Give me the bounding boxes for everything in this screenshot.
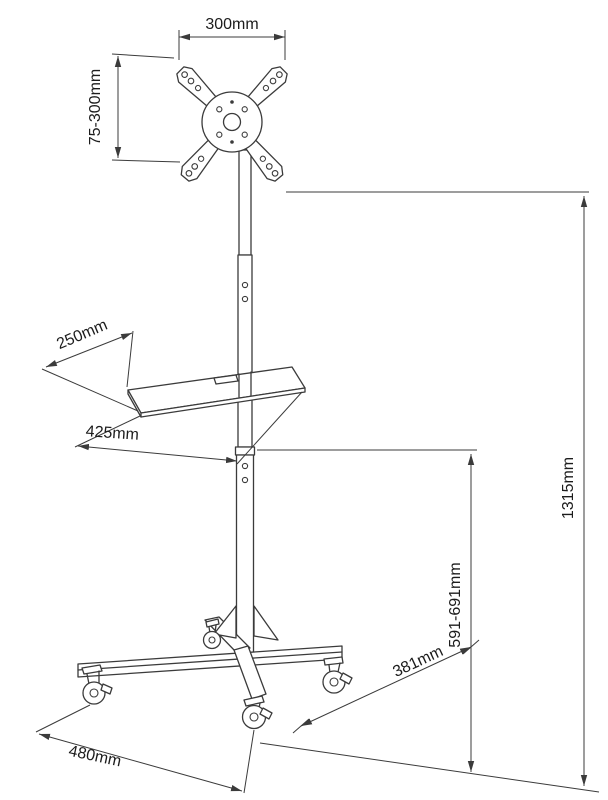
dim-label-bracket-width: 300mm [205, 16, 258, 33]
caster-left [81, 664, 113, 705]
dim-shelf-width: 425mm [74, 391, 303, 465]
vesa-bracket-drawing [176, 66, 288, 182]
dim-label-bracket-height: 75-300mm [87, 69, 104, 145]
dim-total-height: 1315mm [259, 191, 600, 793]
dim-bracket-height: 75-300mm [87, 53, 181, 163]
shelf-cable-slot [213, 374, 239, 385]
dim-label-column-height: 591-691mm [447, 562, 464, 647]
dim-shelf-depth: 250mm [41, 317, 139, 412]
dim-base-width: 480mm [35, 704, 255, 794]
base-gusset-left [213, 605, 237, 639]
dim-label-base-width: 480mm [67, 743, 123, 771]
dim-label-base-depth: 381mm [390, 643, 446, 681]
dim-label-shelf-depth: 250mm [54, 317, 110, 353]
base-front-leg [233, 645, 267, 700]
shelf-drawing [127, 366, 306, 418]
dim-bracket-width: 300mm [178, 16, 286, 60]
caster-front [241, 695, 273, 730]
dim-label-shelf-width: 425mm [85, 423, 139, 444]
floor-extension-line [259, 742, 600, 793]
dim-label-total-height: 1315mm [560, 457, 577, 519]
base-gusset-right [253, 605, 279, 641]
dim-column-height: 591-691mm [257, 449, 477, 772]
caster-back [202, 618, 222, 650]
base-drawing [77, 605, 343, 700]
caster-right [322, 656, 353, 694]
